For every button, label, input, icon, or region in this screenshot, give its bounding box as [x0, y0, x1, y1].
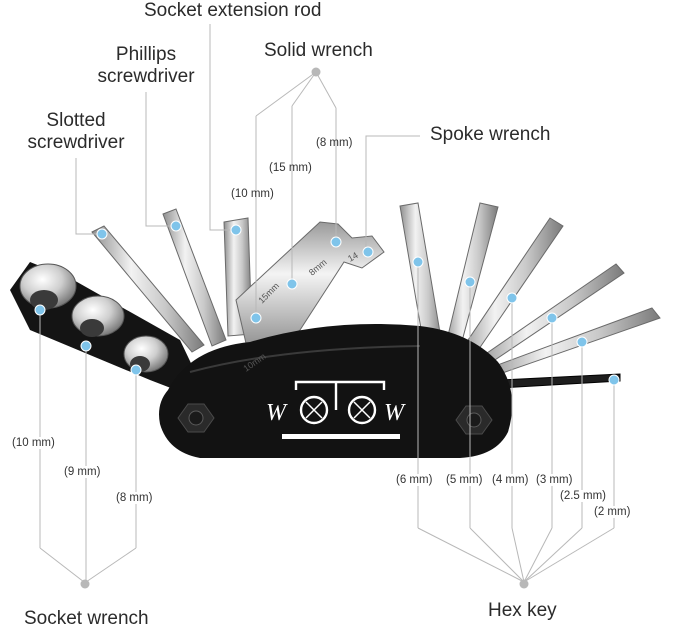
size-hex-3mm: (3 mm) [536, 474, 573, 486]
marker-extension-rod [230, 224, 242, 236]
brand-w-right: W [384, 400, 406, 426]
label-socket-extension-rod: Socket extension rod [144, 0, 322, 21]
marker-hex-5mm [464, 276, 476, 288]
size-solid-10mm: (10 mm) [231, 188, 274, 200]
phillips-screwdriver-shaft [162, 208, 227, 347]
size-socket-8mm: (8 mm) [116, 492, 153, 504]
label-slotted-screwdriver: Slotted screwdriver [18, 110, 134, 154]
label-solid-wrench: Solid wrench [264, 40, 373, 61]
size-hex-5mm: (5 mm) [446, 474, 483, 486]
marker-socket-10mm [34, 304, 46, 316]
label-phillips-line2: screwdriver [97, 66, 195, 87]
wrench-engraving-14: 14 [346, 250, 360, 264]
socket-8mm [123, 335, 169, 373]
junction-dots [80, 67, 529, 589]
junction-dot-socket-wrench [80, 579, 90, 589]
marker-socket-9mm [80, 340, 92, 352]
hex-key-2mm-shaft [499, 373, 621, 389]
label-slotted-line2: screwdriver [27, 132, 125, 153]
brand-logo [282, 380, 400, 439]
tool-body: W W [159, 324, 513, 458]
slotted-screwdriver-shaft [91, 225, 205, 353]
marker-hex-6mm [412, 256, 424, 268]
size-hex-2mm: (2 mm) [594, 506, 631, 518]
marker-spoke [362, 246, 374, 258]
size-socket-9mm: (9 mm) [64, 466, 101, 478]
label-hex-key: Hex key [488, 600, 557, 621]
marker-hex-4mm [506, 292, 518, 304]
socket-9mm [71, 295, 125, 337]
marker-solid-10mm [250, 312, 262, 324]
label-phillips-screwdriver: Phillips screwdriver [88, 44, 204, 88]
marker-hex-2.5mm [576, 336, 588, 348]
size-hex-6mm: (6 mm) [396, 474, 433, 486]
brand-w-left: W [266, 400, 288, 426]
size-hex-2.5mm: (2.5 mm) [560, 490, 606, 502]
leader-solid-10mm [255, 71, 317, 117]
leader-solid-8mm [315, 71, 337, 109]
junction-dot-solid-wrench [311, 67, 321, 77]
size-solid-15mm: (15 mm) [269, 162, 312, 174]
marker-slotted [96, 228, 108, 240]
marker-hex-2mm [608, 374, 620, 386]
size-socket-10mm: (10 mm) [12, 437, 55, 449]
marker-solid-15mm [286, 278, 298, 290]
leader-lines [39, 24, 615, 583]
marker-phillips [170, 220, 182, 232]
junction-dot-hex-key [519, 579, 529, 589]
brand-underline [282, 434, 400, 439]
leader-phillips [145, 92, 176, 227]
label-socket-wrench: Socket wrench [24, 608, 149, 629]
left-bolt [177, 403, 215, 433]
leader-slotted [75, 158, 102, 235]
label-slotted-line1: Slotted [46, 110, 106, 131]
marker-hex-3mm [546, 312, 558, 324]
label-spoke-wrench: Spoke wrench [430, 124, 551, 145]
leader-socket-extension-rod [209, 24, 236, 231]
label-phillips-line1: Phillips [115, 44, 177, 65]
marker-socket-8mm [130, 364, 142, 376]
leader-solid-15mm [291, 71, 317, 107]
size-hex-4mm: (4 mm) [492, 474, 529, 486]
markers [34, 220, 620, 386]
size-solid-8mm: (8 mm) [316, 137, 353, 149]
socket-arm [10, 262, 198, 390]
marker-solid-8mm [330, 236, 342, 248]
socket-10mm [19, 263, 77, 310]
leader-spoke [365, 135, 420, 250]
